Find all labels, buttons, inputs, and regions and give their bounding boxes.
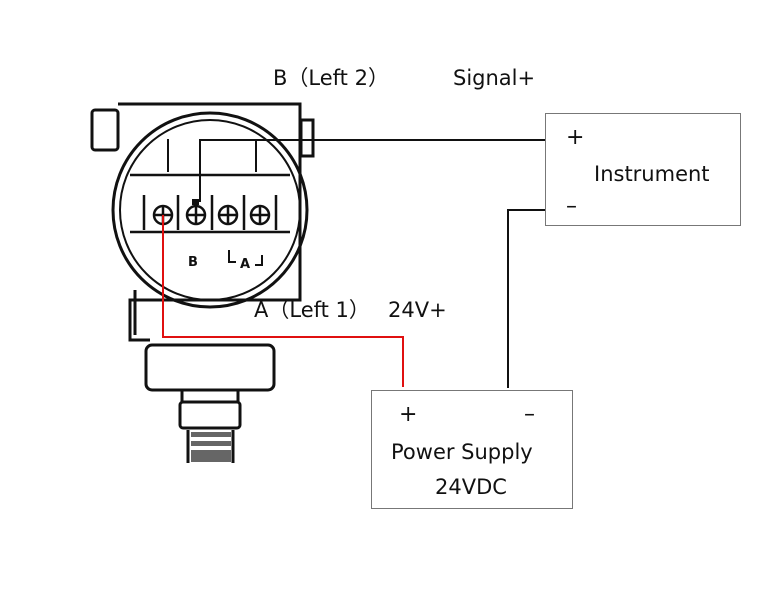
instrument-minus: – <box>566 194 577 219</box>
housing-left-lug <box>90 108 120 152</box>
fitting-ring <box>178 400 242 430</box>
power-supply-label: Power Supply <box>391 440 533 464</box>
power-supply-plus: + <box>399 402 418 427</box>
board-posts <box>167 139 257 172</box>
fitting-thread <box>191 432 231 462</box>
negative-wire <box>507 209 545 388</box>
cover-inner-ring <box>119 119 301 301</box>
terminal-screws <box>152 204 271 226</box>
pressure-transmitter <box>90 102 315 463</box>
housing-right-lug <box>299 118 315 158</box>
label-a-terminal: A（Left 1） <box>254 298 370 322</box>
terminal-b-dot <box>192 199 199 205</box>
positive-wire <box>162 215 404 387</box>
power-supply-voltage: 24VDC <box>435 475 507 499</box>
instrument-box: + Instrument – <box>545 113 741 226</box>
terminal-a-bracket <box>228 250 263 266</box>
signal-wire <box>199 139 545 202</box>
label-24v-plus: 24V+ <box>388 298 447 322</box>
power-supply-minus: – <box>524 402 535 427</box>
terminal-b-mark: B <box>188 255 198 270</box>
power-supply-box: + – Power Supply 24VDC <box>371 390 573 509</box>
terminal-a-mark: A <box>240 257 251 272</box>
instrument-plus: + <box>566 125 585 150</box>
cover-outer-ring <box>111 111 309 309</box>
instrument-label: Instrument <box>594 162 710 186</box>
label-signal-plus: Signal+ <box>453 66 536 90</box>
fitting-neck <box>180 388 240 404</box>
fitting-hex <box>144 343 276 392</box>
label-b-terminal: B（Left 2） <box>273 66 389 90</box>
terminal-dividers <box>142 195 278 230</box>
